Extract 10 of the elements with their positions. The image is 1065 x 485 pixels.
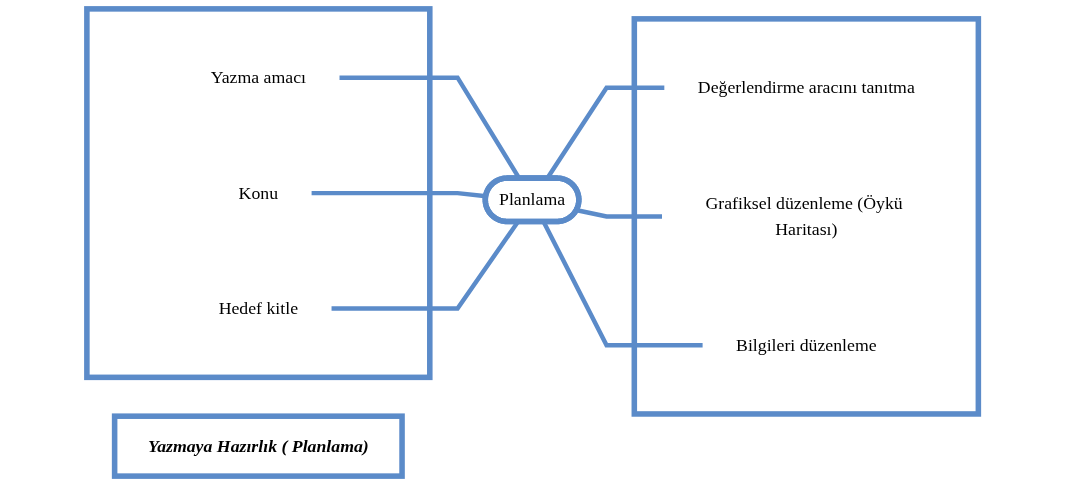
node-box: Yazmaya Hazırlık ( Planlama) xyxy=(111,413,405,479)
cluster xyxy=(83,6,433,381)
node-text: Hedef kitle xyxy=(218,298,298,318)
node-text: Grafiksel düzenleme (Öykü Haritası) xyxy=(705,193,903,239)
node-text: Değerlendirme aracını tanıtma xyxy=(697,77,915,97)
node-text: Konu xyxy=(238,183,278,202)
node-text: Bilgileri düzenleme xyxy=(735,335,877,355)
node-text: Yazma amacı xyxy=(210,67,306,87)
connector xyxy=(576,208,662,219)
cluster xyxy=(631,16,981,417)
